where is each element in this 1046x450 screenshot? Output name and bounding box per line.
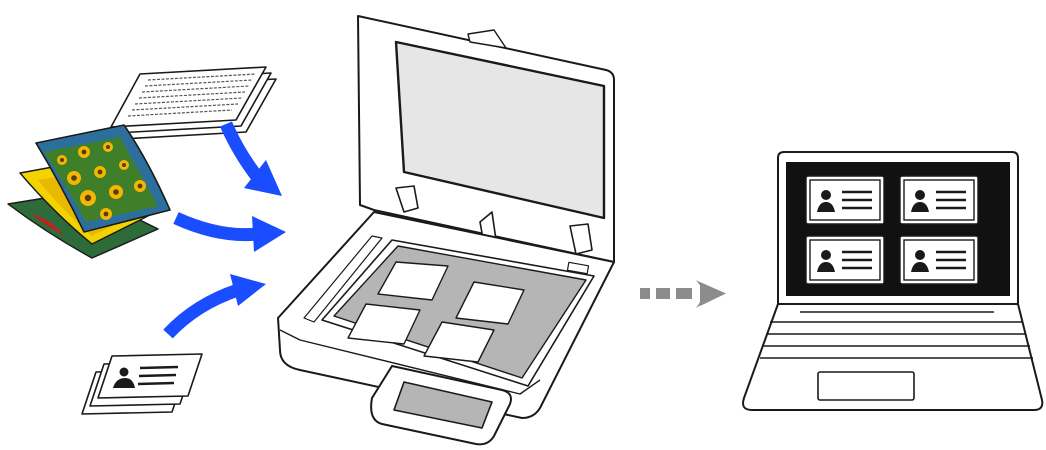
laptop bbox=[742, 151, 1044, 411]
arrow-receipts-to-scanner bbox=[220, 121, 282, 196]
lid-glass bbox=[394, 40, 606, 220]
thumbnail-id-card-icon bbox=[899, 235, 979, 285]
photo-stack-icon bbox=[7, 124, 171, 259]
arrow-photos-to-scanner bbox=[173, 212, 286, 252]
laptop-touchpad bbox=[817, 371, 915, 401]
arrow-cards-to-scanner bbox=[163, 274, 266, 339]
thumbnail-id-card-icon bbox=[805, 175, 885, 225]
placed-item-4 bbox=[423, 321, 495, 363]
flatbed-scanner bbox=[277, 15, 615, 446]
placed-item-3 bbox=[347, 303, 421, 345]
screen-thumbnails bbox=[805, 175, 979, 285]
thumbnail-id-card-icon bbox=[805, 235, 885, 285]
placed-item-2 bbox=[455, 281, 525, 325]
receipt-stack-icon bbox=[110, 66, 277, 140]
thumbnail-id-card-icon bbox=[899, 175, 979, 225]
panel-display bbox=[393, 381, 493, 429]
output-arrow bbox=[640, 280, 726, 308]
placed-item-1 bbox=[377, 261, 449, 301]
id-card-stack-icon bbox=[81, 353, 203, 415]
